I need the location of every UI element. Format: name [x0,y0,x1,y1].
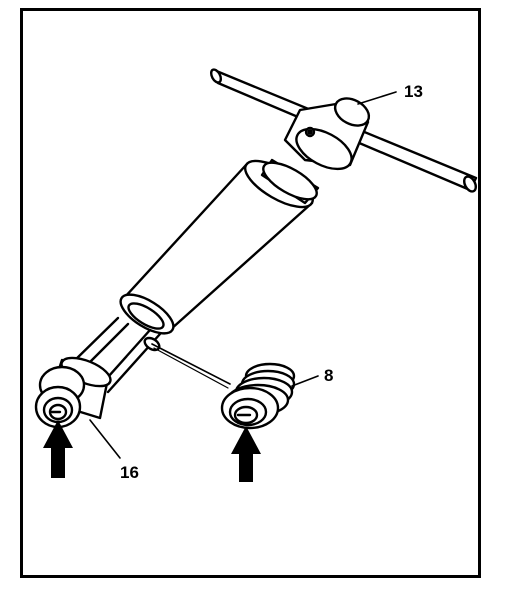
leader-lines [89,91,397,459]
threaded-insert [220,362,296,430]
handle-hub [283,97,371,171]
push-arrow-left-icon [43,420,73,478]
push-arrow-right-icon [231,426,261,482]
inner-rod [143,336,231,389]
bottom-sleeve [34,356,112,429]
callout-16: 16 [120,463,139,482]
callout-8: 8 [324,366,333,385]
callout-13: 13 [404,82,423,101]
tool-body [119,159,314,335]
tool-neck [260,158,320,205]
figure-frame [20,8,481,578]
